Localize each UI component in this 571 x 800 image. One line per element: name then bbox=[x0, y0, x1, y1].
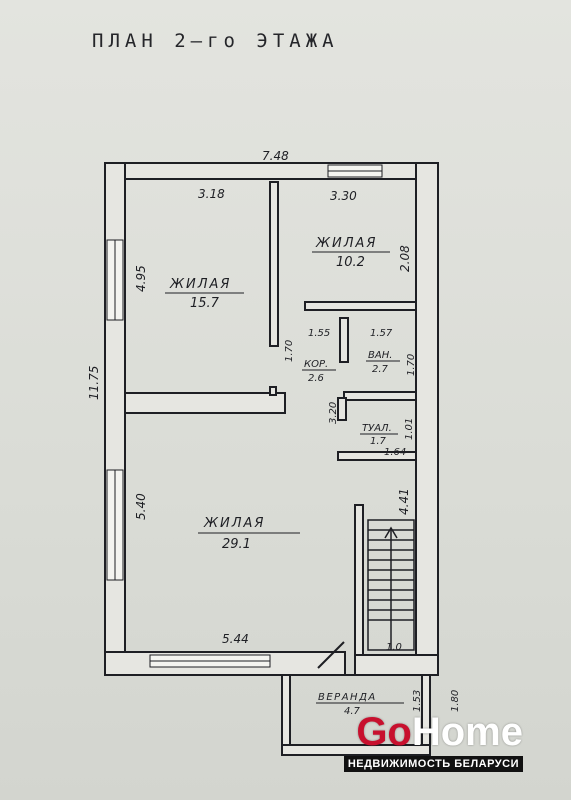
wall-vertical-bedrooms bbox=[269, 181, 279, 347]
room-name-bedroom-1: ЖИЛАЯ bbox=[169, 277, 231, 292]
outer-wall-top bbox=[104, 162, 439, 180]
outer-wall-right bbox=[415, 162, 439, 676]
dim-total-height: 11.75 bbox=[87, 366, 101, 400]
dim-153: 1.53 bbox=[412, 690, 423, 712]
dim-544: 5.44 bbox=[222, 632, 249, 646]
dim-164: 1.64 bbox=[384, 447, 406, 458]
veranda-wall-left bbox=[281, 674, 291, 756]
wall-horizontal-mid bbox=[124, 392, 286, 414]
logo-go: Go bbox=[356, 710, 412, 754]
room-area-living: 29.1 bbox=[222, 537, 251, 552]
wall-bath-vertical bbox=[339, 317, 349, 363]
dim-318: 3.18 bbox=[198, 187, 225, 201]
dim-170a: 1.70 bbox=[284, 340, 295, 362]
dim-495: 4.95 bbox=[134, 265, 148, 292]
dim-540: 5.40 bbox=[134, 493, 148, 520]
room-name-corridor: КОР. bbox=[304, 359, 328, 370]
room-area-veranda: 4.7 bbox=[344, 706, 361, 717]
gohome-logo: GoHome НЕДВИЖИМОСТЬ БЕЛАРУСИ bbox=[333, 712, 523, 772]
dim-157: 1.57 bbox=[370, 328, 393, 339]
dim-441: 4.41 bbox=[397, 488, 411, 515]
room-area-bedroom-1: 15.7 bbox=[190, 296, 220, 311]
room-name-veranda: ВЕРАНДА bbox=[318, 692, 377, 703]
room-name-living: ЖИЛАЯ bbox=[203, 516, 265, 531]
wall-toilet-vertical bbox=[337, 397, 347, 421]
dim-180: 1.80 bbox=[450, 690, 461, 712]
staircase bbox=[367, 519, 415, 651]
room-name-toilet: ТУАЛ. bbox=[362, 423, 392, 434]
logo-wordmark: GoHome bbox=[333, 712, 523, 752]
wall-stair-left bbox=[354, 504, 364, 656]
dim-208: 2.08 bbox=[398, 245, 412, 272]
dim-10: 1.0 bbox=[386, 642, 402, 653]
post-mid bbox=[269, 386, 277, 396]
logo-tagline: НЕДВИЖИМОСТЬ БЕЛАРУСИ bbox=[343, 756, 523, 772]
logo-home: Home bbox=[411, 710, 523, 754]
room-area-corridor: 2.6 bbox=[308, 373, 324, 384]
room-name-bedroom-2: ЖИЛАЯ bbox=[315, 236, 377, 251]
wall-bath-top bbox=[304, 301, 417, 311]
room-name-bathroom: ВАН. bbox=[368, 350, 392, 361]
dim-170b: 1.70 bbox=[406, 354, 417, 376]
dim-320: 3.20 bbox=[328, 402, 339, 424]
plan-title: ПЛАН 2–го ЭТАЖА bbox=[92, 30, 339, 52]
dim-101: 1.01 bbox=[404, 418, 415, 440]
room-area-bedroom-2: 10.2 bbox=[336, 255, 365, 270]
wall-bath-bottom bbox=[343, 391, 417, 401]
door-swing bbox=[317, 641, 345, 669]
room-area-bathroom: 2.7 bbox=[372, 364, 389, 375]
veranda-wall-bottom bbox=[281, 744, 431, 756]
dim-155: 1.55 bbox=[308, 328, 330, 339]
room-area-toilet: 1.7 bbox=[370, 436, 387, 447]
outer-wall-bottom-right bbox=[354, 654, 439, 676]
wall-toilet-bottom bbox=[337, 451, 417, 461]
dim-330: 3.30 bbox=[330, 189, 357, 203]
dim-total-width: 7.48 bbox=[262, 149, 289, 163]
